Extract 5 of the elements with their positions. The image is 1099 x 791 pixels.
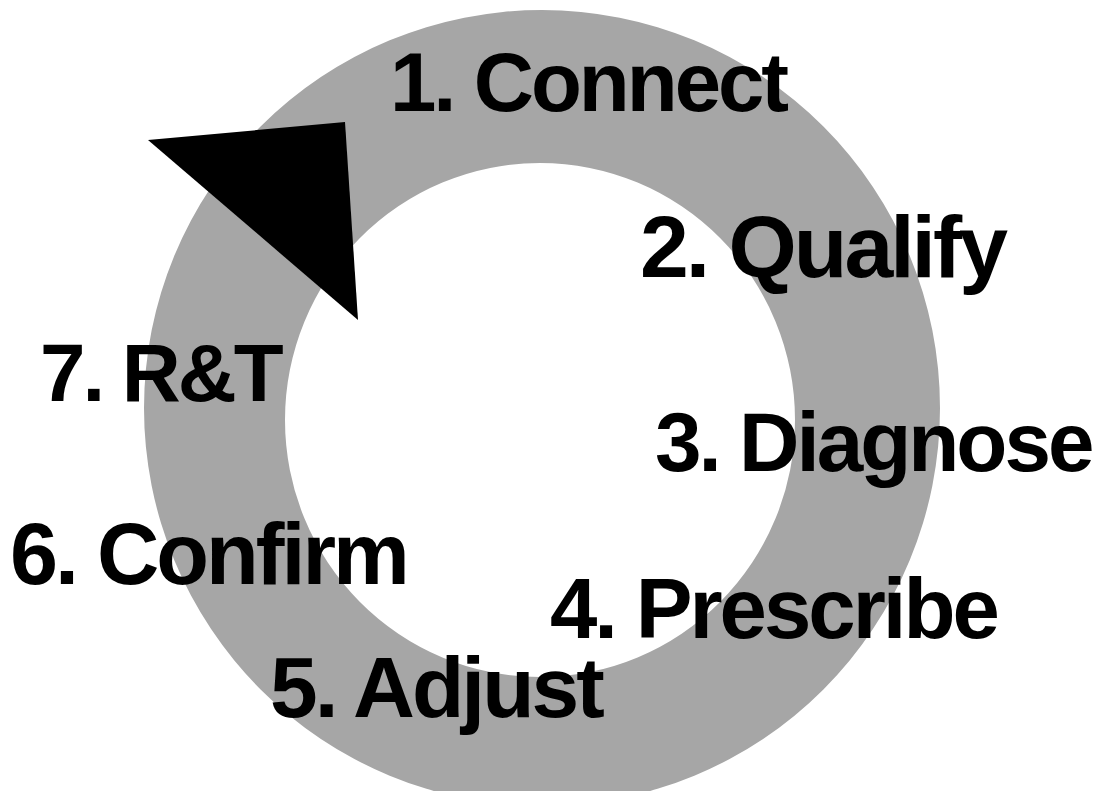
step-label: 6. Confirm bbox=[10, 510, 407, 598]
step-label: 4. Prescribe bbox=[550, 565, 997, 652]
step-label: 1. Connect bbox=[390, 41, 787, 125]
step-label: 2. Qualify bbox=[640, 204, 1005, 293]
step-label: 7. R&T bbox=[40, 331, 281, 414]
